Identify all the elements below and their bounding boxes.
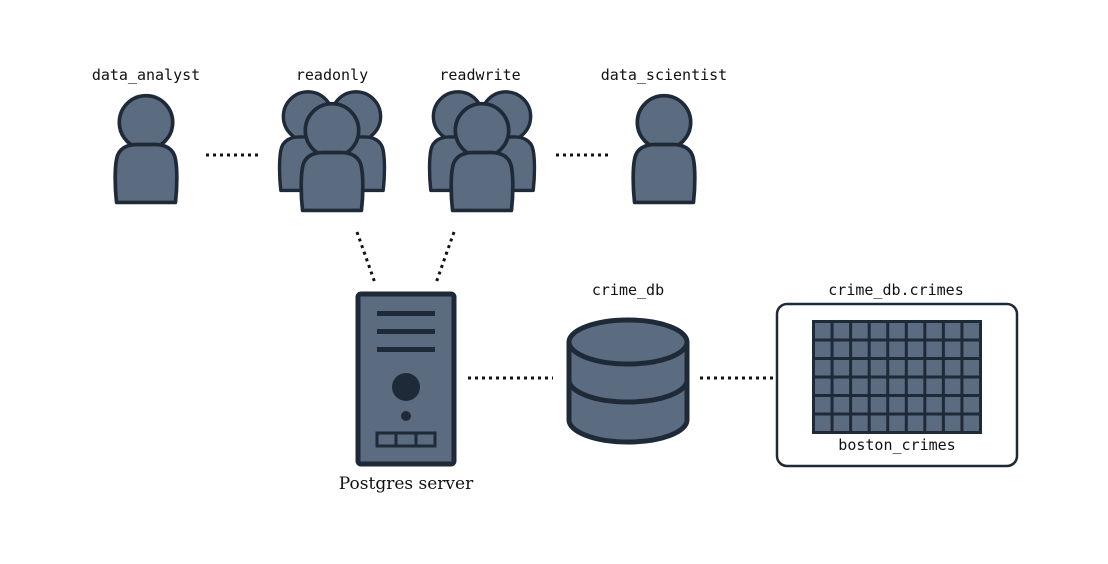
table-grid-cell	[815, 378, 831, 394]
user-label-data-analyst: data_analyst	[91, 66, 201, 84]
table-grid-cell	[963, 397, 979, 413]
user-label-data-scientist: data_scientist	[600, 66, 728, 84]
user-label-readwrite: readwrite	[439, 66, 521, 84]
table-grid-cell	[926, 323, 942, 339]
table-grid-cell	[963, 360, 979, 376]
connector-readonly-server	[355, 231, 377, 284]
table-grid-cell	[889, 323, 905, 339]
table-grid-cell	[963, 415, 979, 431]
table-grid-cell	[833, 360, 850, 376]
server-tower-icon	[355, 291, 457, 467]
table-grid-cell	[926, 360, 942, 376]
table-grid-cell	[889, 378, 905, 394]
table-grid-cell	[815, 341, 831, 357]
table-grid-cell	[870, 378, 887, 394]
table-grid-cell	[870, 341, 887, 357]
table-grid-cell	[889, 397, 905, 413]
table-grid-cell	[889, 415, 905, 431]
user-group-icon-readwrite	[427, 90, 537, 213]
table-grid-cell	[963, 341, 979, 357]
schema-title: crime_db.crimes	[828, 281, 964, 299]
table-grid-cell	[833, 415, 850, 431]
table-grid-cell	[963, 378, 979, 394]
table-grid-cell	[870, 415, 887, 431]
user-icon-data-analyst	[113, 93, 179, 205]
server-label: Postgres server	[338, 474, 474, 494]
table-grid-cell	[870, 360, 887, 376]
table-grid-cell	[907, 360, 924, 376]
table-grid-cell	[944, 360, 961, 376]
table-grid-cell	[944, 378, 961, 394]
table-label: boston_crimes	[838, 436, 956, 454]
table-grid-cell	[815, 360, 831, 376]
table-grid-cell	[926, 397, 942, 413]
table-grid-icon	[812, 320, 982, 434]
table-grid-cell	[944, 341, 961, 357]
table-grid-cell	[926, 378, 942, 394]
table-grid-cell	[907, 341, 924, 357]
table-grid-cell	[815, 323, 831, 339]
table-grid-cell	[852, 415, 868, 431]
connector-readwrite-server	[434, 231, 456, 284]
table-grid-cell	[852, 397, 868, 413]
table-grid-cell	[907, 323, 924, 339]
user-label-readonly: readonly	[295, 66, 369, 84]
table-grid-cell	[815, 415, 831, 431]
table-grid-cell	[852, 360, 868, 376]
user-icon-data-scientist	[631, 93, 697, 205]
table-grid-cell	[907, 378, 924, 394]
table-grid-cell	[944, 415, 961, 431]
table-grid-cell	[833, 397, 850, 413]
table-grid-cell	[889, 360, 905, 376]
table-grid-cell	[852, 341, 868, 357]
table-grid-cell	[815, 397, 831, 413]
table-grid-cell	[926, 415, 942, 431]
table-grid-cell	[907, 397, 924, 413]
table-grid-cell	[870, 397, 887, 413]
table-grid-cell	[963, 323, 979, 339]
database-label: crime_db	[591, 281, 665, 299]
table-grid-cell	[926, 341, 942, 357]
database-icon	[566, 317, 690, 445]
user-group-icon-readonly	[277, 90, 387, 213]
table-grid-cell	[852, 323, 868, 339]
table-grid-cell	[870, 323, 887, 339]
table-grid-cell	[907, 415, 924, 431]
table-grid-cell	[889, 341, 905, 357]
table-grid-cell	[852, 378, 868, 394]
table-grid-cell	[833, 341, 850, 357]
table-grid-cell	[944, 323, 961, 339]
table-grid-cell	[833, 323, 850, 339]
table-grid-cell	[944, 397, 961, 413]
table-grid-cell	[833, 378, 850, 394]
